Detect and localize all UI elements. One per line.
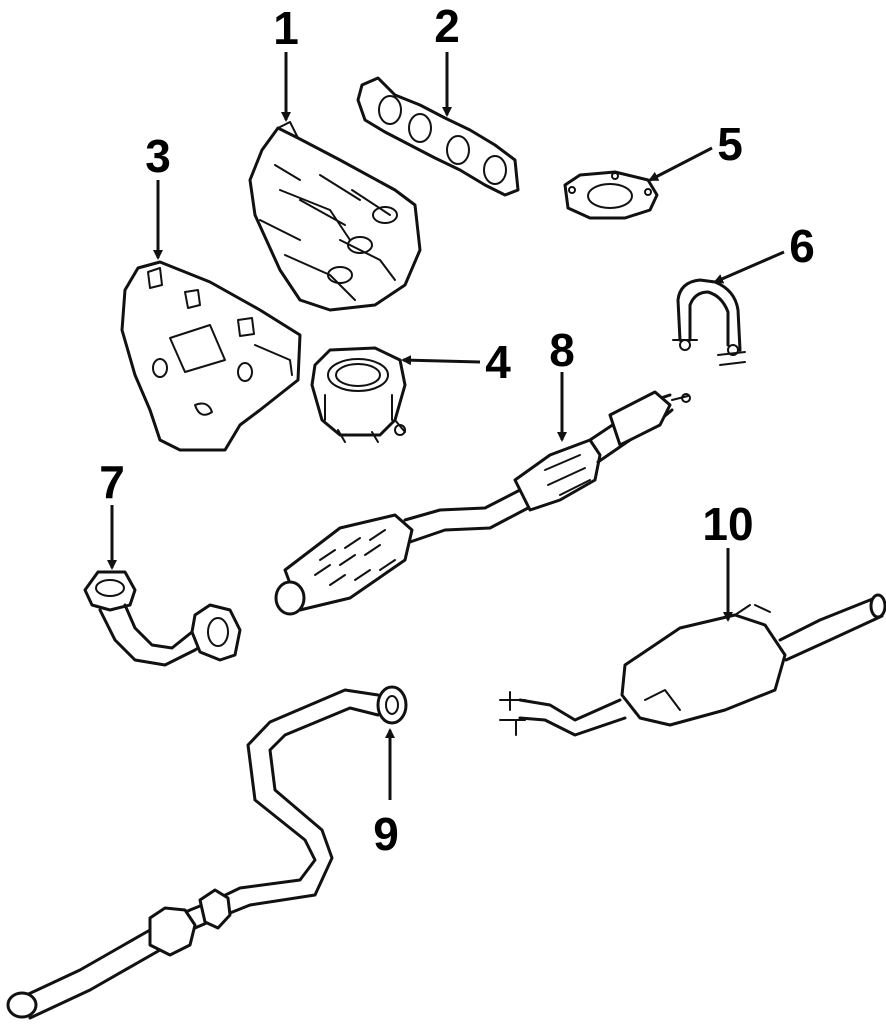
callout-4: 4 xyxy=(485,336,511,388)
callout-5: 5 xyxy=(717,118,743,170)
part-10-muffler[interactable] xyxy=(499,593,886,737)
part-1-exhaust-manifold[interactable] xyxy=(248,121,422,312)
leader-lines xyxy=(107,52,785,800)
leader-4 xyxy=(401,355,481,366)
part-5-gasket[interactable] xyxy=(563,170,659,220)
part-7-front-pipe[interactable] xyxy=(83,570,242,667)
callout-7: 7 xyxy=(99,456,125,508)
part-9-gasket-ring[interactable] xyxy=(376,685,408,725)
callout-2: 2 xyxy=(434,0,460,52)
callout-labels: 1 2 3 4 5 6 7 8 9 10 xyxy=(99,0,815,860)
callout-6: 6 xyxy=(789,220,815,272)
part-8-converter-pipe[interactable] xyxy=(274,390,691,616)
callout-1: 1 xyxy=(273,2,299,54)
callout-10: 10 xyxy=(702,498,753,550)
callout-9: 9 xyxy=(373,808,399,860)
leader-6 xyxy=(713,250,785,284)
part-6-clamp[interactable] xyxy=(672,278,746,366)
part-3-heat-shield[interactable] xyxy=(120,260,302,452)
callout-8: 8 xyxy=(549,324,575,376)
part-2-manifold-gasket[interactable] xyxy=(356,76,520,197)
leader-5 xyxy=(648,146,713,182)
intermediate-pipe xyxy=(6,688,380,1020)
callout-3: 3 xyxy=(145,130,171,182)
part-4-converter-flange[interactable] xyxy=(310,346,407,443)
